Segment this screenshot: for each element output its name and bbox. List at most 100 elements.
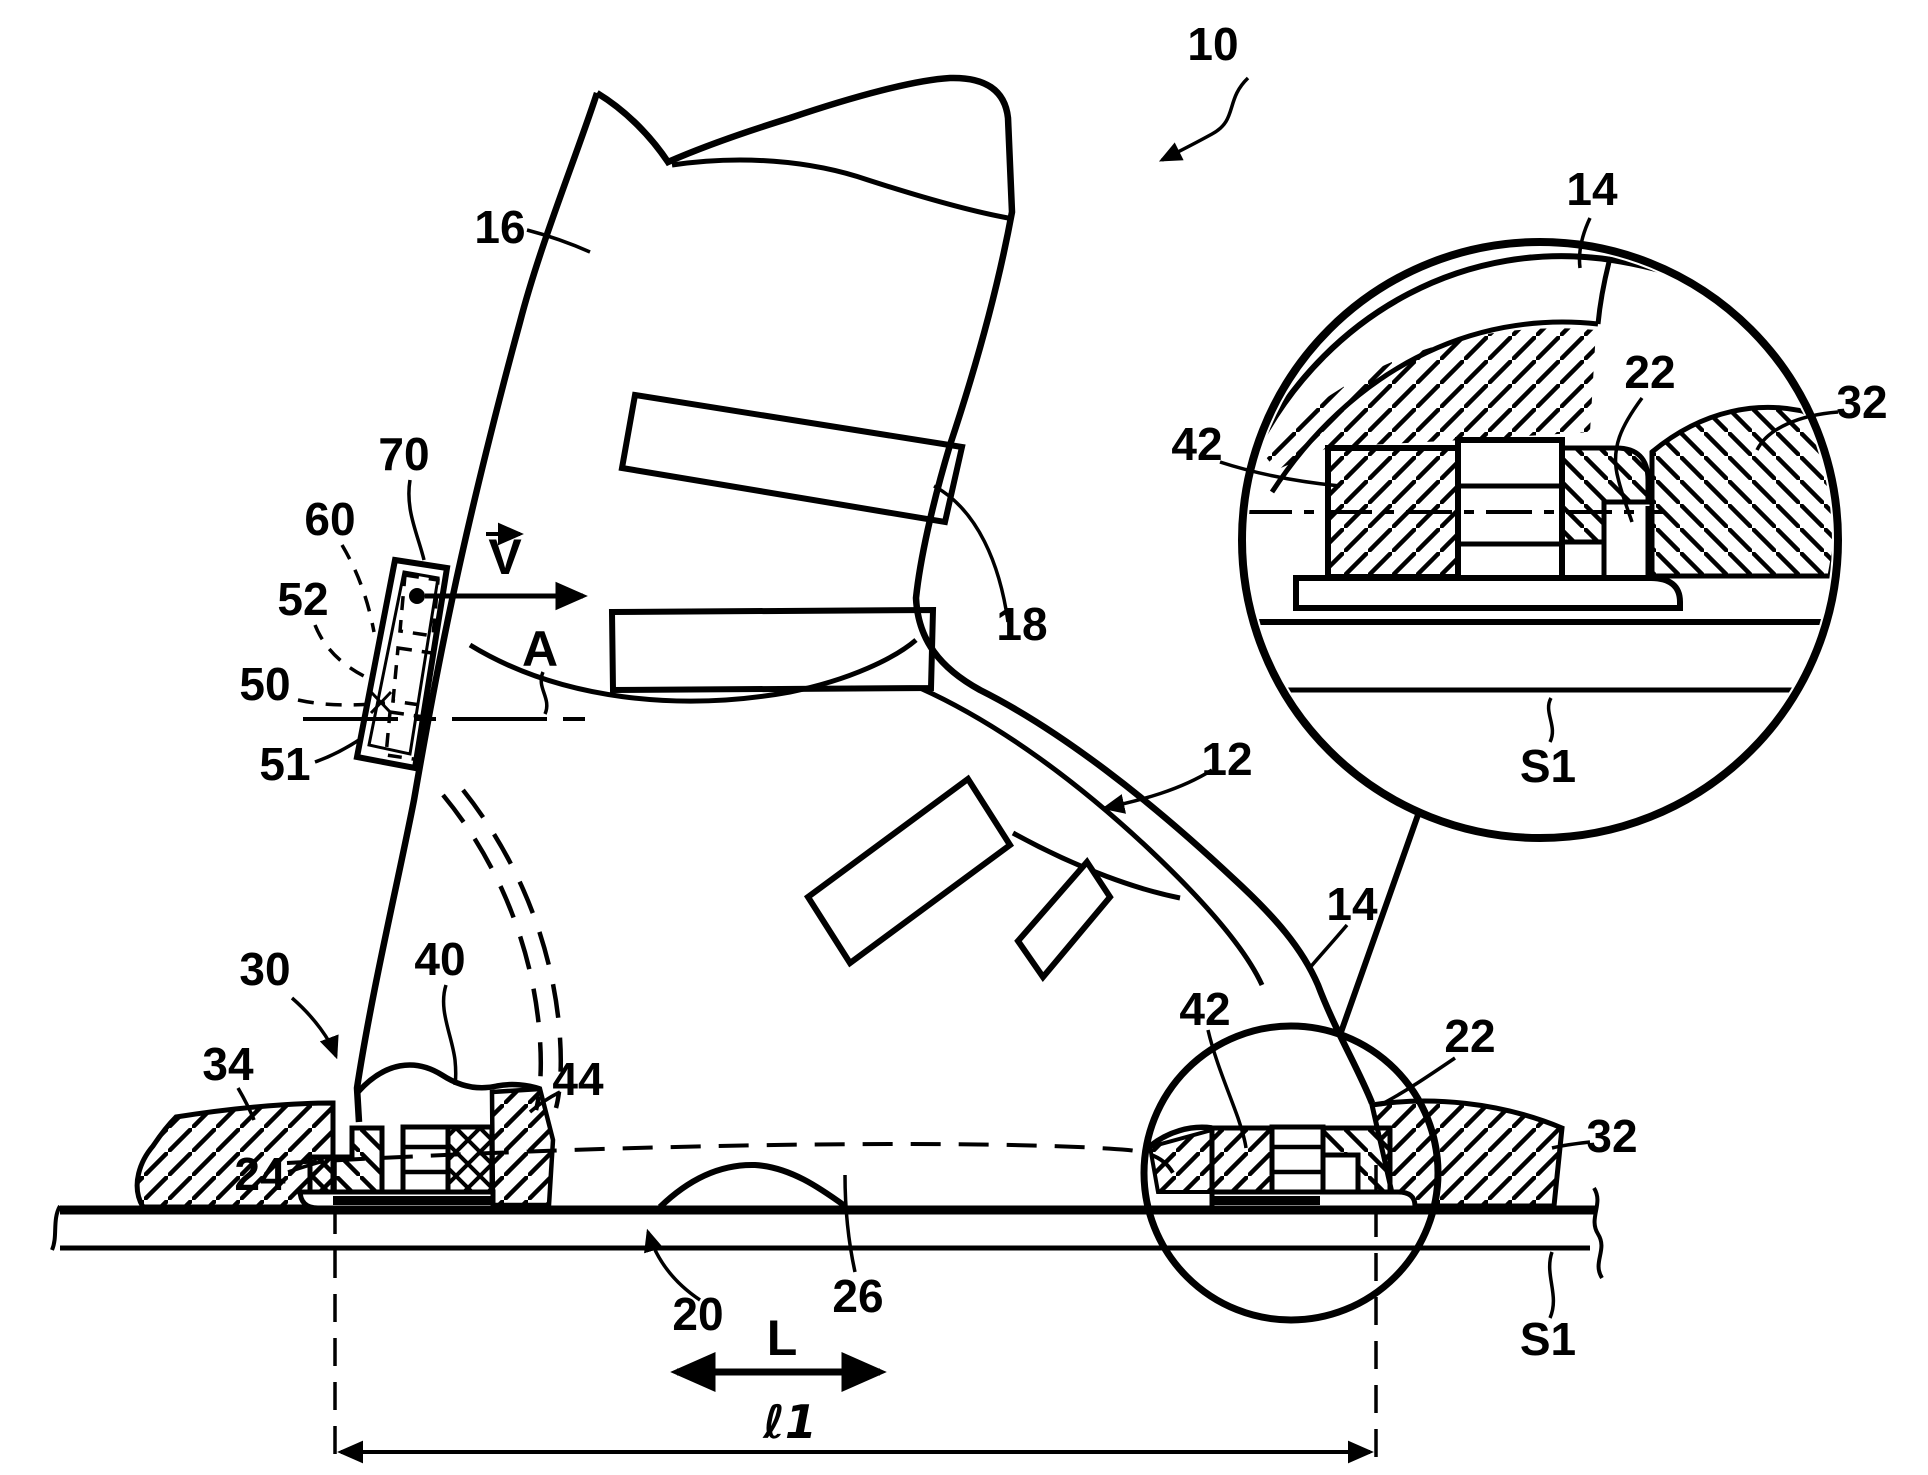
label-L: L: [767, 1310, 798, 1366]
front-rail-block: [400, 1124, 451, 1195]
boot-straps: [608, 391, 1114, 982]
detail-shell-cut-edge: [1595, 261, 1612, 325]
leader-51: [314, 736, 363, 764]
label-34: 34: [202, 1038, 254, 1090]
detail-plate: [1293, 575, 1683, 611]
instep-strap-2: [1014, 857, 1114, 982]
front-housing-block: [445, 1124, 495, 1195]
leader-24: [287, 1159, 325, 1174]
label-V: V: [488, 529, 522, 585]
label-52: 52: [277, 573, 328, 625]
device-body-inner: [367, 570, 440, 756]
label-44: 44: [552, 1053, 604, 1105]
label-22-rear: 22: [1444, 1010, 1495, 1062]
leader-32-detail: [1755, 410, 1839, 451]
rear-base-strip: [1212, 1196, 1320, 1205]
front-binding: [134, 1062, 556, 1211]
label-18: 18: [996, 598, 1047, 650]
liner-dashed-2: [461, 788, 564, 1109]
detail-rail-lines: [1458, 483, 1562, 547]
boot-front-edge: [353, 91, 601, 1123]
detail-shell-hatch: [1262, 328, 1596, 470]
ramp-34-shape: [134, 1100, 336, 1210]
leader-22-rear: [1379, 1056, 1456, 1107]
detail-view: [1238, 238, 1842, 842]
detail-catch-steps: [1601, 506, 1651, 576]
leader-18: [933, 484, 1010, 623]
cuff-strap-upper: [618, 391, 966, 526]
front-sole-44-shape: [489, 1086, 556, 1208]
rear-housing-top: [1148, 1124, 1213, 1149]
magnified-region-circle: [1140, 1022, 1442, 1324]
leader-32-rear: [1551, 1140, 1591, 1150]
leader-60: [340, 544, 376, 633]
label-26: 26: [832, 1270, 883, 1322]
label-12: 12: [1201, 733, 1252, 785]
detail-sole-32-shape: [1649, 404, 1832, 579]
label-S1-rear: S1: [1520, 1313, 1576, 1365]
front-rail-lines: [403, 1144, 448, 1175]
label-42-rear: 42: [1179, 983, 1230, 1035]
label-20: 20: [672, 1288, 723, 1340]
rear-binding: [1147, 1098, 1565, 1211]
rear-rail-lines: [1272, 1144, 1323, 1175]
label-24: 24: [234, 1148, 286, 1200]
ski-right-break: [1592, 1186, 1604, 1280]
cuff-device: [303, 522, 595, 772]
label-42-detail: 42: [1171, 418, 1222, 470]
leader-44: [528, 1090, 561, 1114]
leader-42-detail: [1219, 460, 1341, 488]
label-30: 30: [239, 943, 290, 995]
label-32-detail: 32: [1836, 376, 1887, 428]
leader-16: [526, 228, 591, 254]
label-14-detail: 14: [1566, 163, 1618, 215]
leader-S1-rear: [1547, 1251, 1556, 1319]
sole-mid-hump: [657, 1161, 847, 1210]
leader-lines: [236, 76, 1839, 1319]
label-50: 50: [239, 658, 290, 710]
leader-S1-detail: [1546, 697, 1555, 743]
leader-52: [313, 624, 373, 682]
leader-30: [290, 996, 339, 1060]
device-body: [353, 556, 451, 772]
leader-14-detail: [1577, 217, 1592, 269]
rear-insert-42-shape: [1209, 1125, 1275, 1195]
label-22-detail: 22: [1624, 346, 1675, 398]
insole-dashed-line: [286, 1141, 1180, 1187]
leader-22-detail: [1613, 396, 1644, 523]
label-51: 51: [259, 738, 310, 790]
label-16: 16: [474, 201, 525, 253]
label-40: 40: [414, 933, 465, 985]
leader-40: [441, 984, 458, 1086]
reference-labels: 10 16 70 60 52 50 51 V A 18 12 30 34 40 …: [202, 18, 1887, 1449]
label-A: A: [522, 621, 558, 677]
leader-12: [1101, 768, 1213, 814]
leader-50: [297, 698, 386, 707]
label-14-rear: 14: [1326, 878, 1378, 930]
leader-14-rear: [1306, 923, 1349, 972]
detail-circle-border: [1238, 238, 1842, 842]
device-hidden-box-3: [384, 710, 426, 762]
pivot-dot: [409, 588, 425, 604]
cuff-strap-lower: [608, 606, 937, 694]
label-70: 70: [378, 428, 429, 480]
ski-left-break: [50, 1205, 62, 1251]
label-l1: ℓ1: [762, 1395, 817, 1449]
front-base-strip: [333, 1196, 493, 1205]
leader-34: [236, 1087, 256, 1121]
collar-inner-line: [671, 157, 1009, 221]
leader-70: [407, 479, 426, 561]
cuff-overlap-line: [468, 638, 918, 704]
label-S1-detail: S1: [1520, 740, 1576, 792]
detail-contents: [1248, 253, 1832, 693]
front-housing-top: [355, 1062, 541, 1094]
label-60: 60: [304, 493, 355, 545]
rear-catch-22-shape: [1320, 1125, 1393, 1195]
instep-strap-1: [803, 774, 1015, 968]
label-10: 10: [1187, 18, 1238, 70]
detail-catch-22-shape: [1559, 445, 1651, 545]
heel-counter-line: [918, 685, 1265, 987]
label-32-rear: 32: [1586, 1110, 1637, 1162]
